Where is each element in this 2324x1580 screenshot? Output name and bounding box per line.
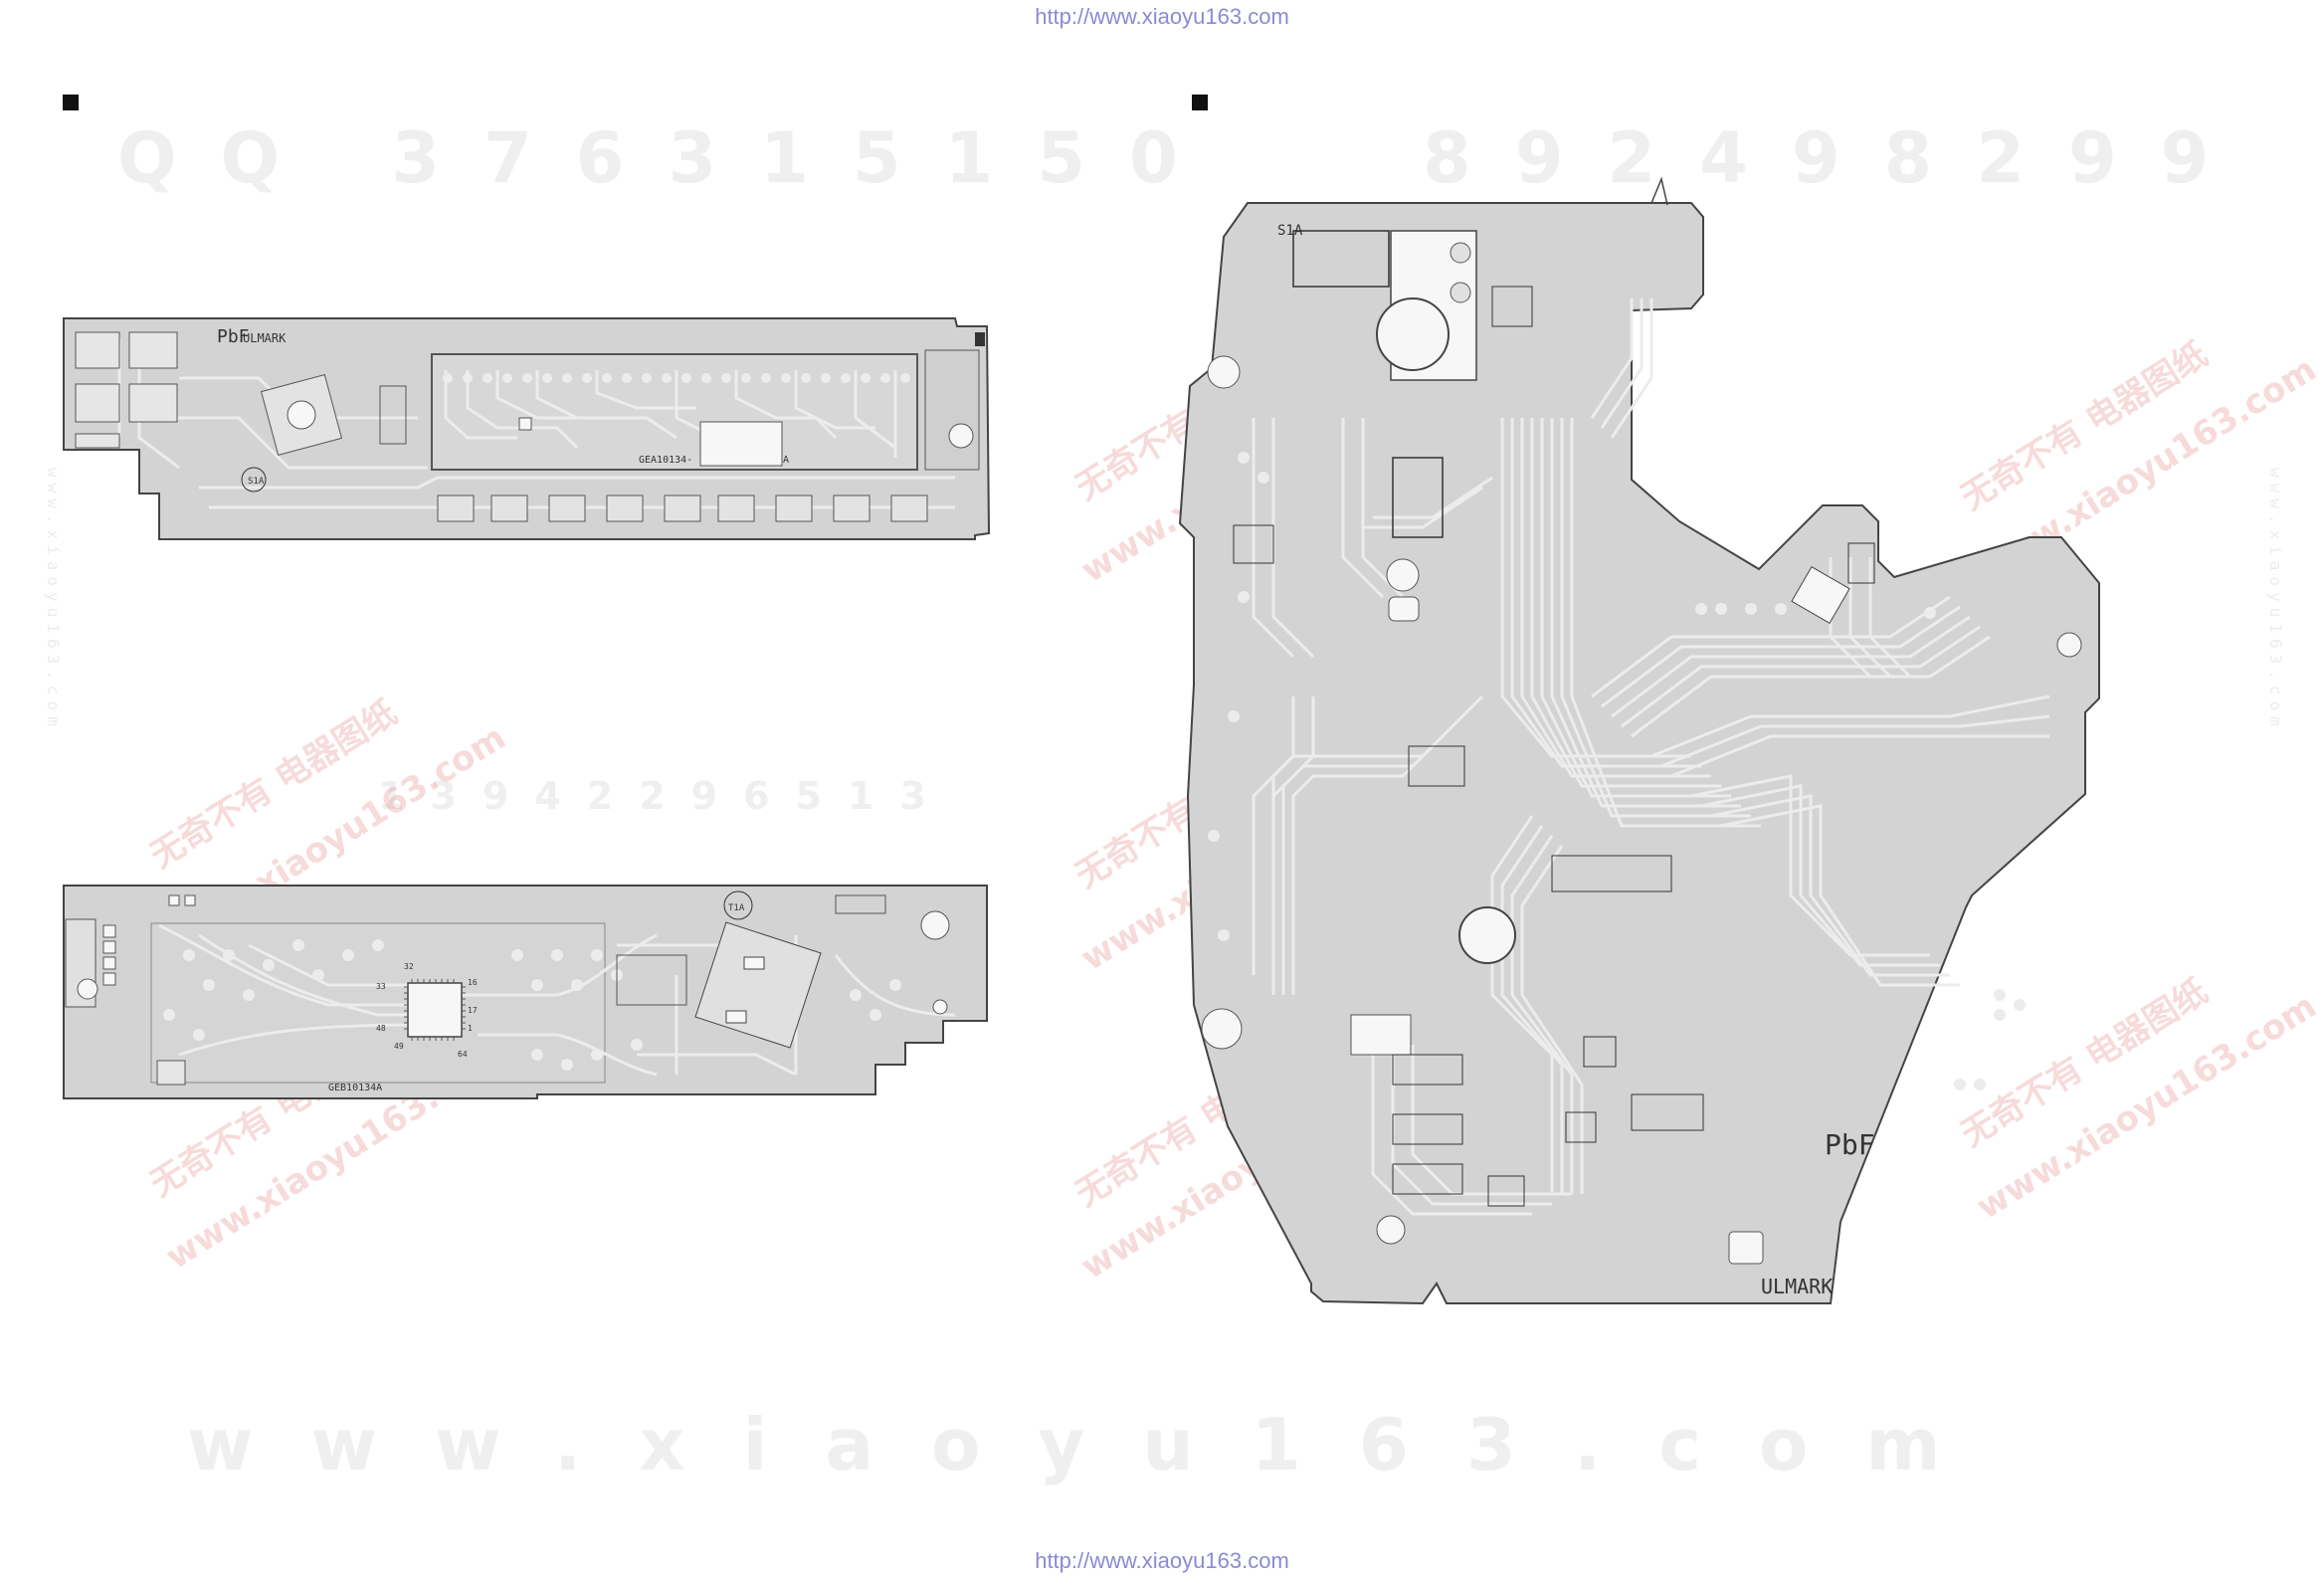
board-c-ulmark: ULMARK	[1761, 1275, 1833, 1298]
board-c-switch-label: S1A	[1277, 223, 1303, 239]
pcb-board-a: PbF ULMARK S1A GEA10134- A	[63, 317, 991, 540]
watermark-phone: 892498299	[1423, 117, 2253, 199]
board-a-part-number: GEA10134-	[639, 455, 692, 466]
pcb-board-b: T1A GEB10134A 33 32 16 48 49 64 1 17	[63, 885, 988, 1099]
watermark-vertical-left: www.xiaoyu163.com	[44, 468, 63, 732]
board-b-part-number: GEB10134A	[328, 1083, 382, 1093]
watermark-mid-phone: 13942296513	[378, 774, 952, 818]
pin-17-label: 17	[468, 1006, 478, 1015]
pin-48-label: 48	[376, 1024, 386, 1033]
pcb-board-c: S1A PbF ULMARK	[1178, 176, 2100, 1305]
watermark-qq: QQ 376315150	[117, 117, 1222, 199]
board-b-transformer-label: T1A	[728, 903, 745, 913]
pin-49-label: 49	[394, 1042, 404, 1051]
pin-32-label: 32	[404, 962, 414, 971]
pin-16-label: 16	[468, 978, 478, 987]
watermark-vertical-right: www.xiaoyu163.com	[2266, 468, 2285, 732]
section-bullet-left	[63, 95, 79, 110]
pin-1-label: 1	[468, 1024, 473, 1033]
header-url[interactable]: http://www.xiaoyu163.com	[1035, 4, 1289, 29]
board-a-switch-label: S1A	[248, 477, 265, 487]
section-bullet-right	[1192, 95, 1208, 110]
pin-64-label: 64	[458, 1050, 468, 1059]
svg-text:PbF: PbF	[217, 326, 250, 347]
board-a-ulmark: ULMARK	[243, 331, 287, 345]
footer-url[interactable]: http://www.xiaoyu163.com	[1035, 1548, 1289, 1573]
board-c-pbf: PbF	[1825, 1128, 1875, 1161]
pin-33-label: 33	[376, 982, 386, 991]
watermark-site: www.xiaoyu163.com	[187, 1403, 1999, 1486]
board-a-revision: A	[783, 455, 789, 466]
